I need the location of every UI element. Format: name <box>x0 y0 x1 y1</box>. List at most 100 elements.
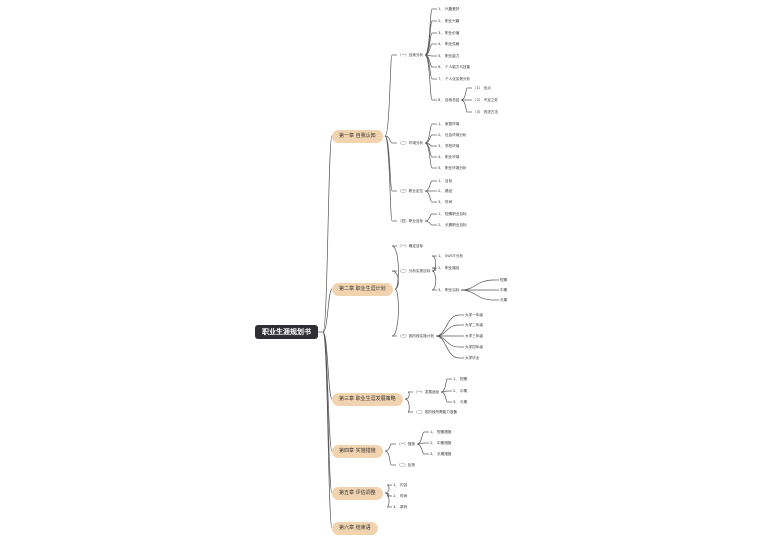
link-0-0-7-2 <box>460 99 468 113</box>
node-0-0-3[interactable]: 4、 职业性格 <box>438 42 460 46</box>
node-0-0-7-0[interactable]: （1） 优点 <box>473 86 491 90</box>
link-0-0-1 <box>424 20 433 56</box>
node-2-0-0[interactable]: 1、 短期 <box>453 377 468 381</box>
node-0-0-7-2[interactable]: （3） 改进方法 <box>473 110 498 114</box>
link-1-0 <box>391 245 399 290</box>
link-0-1 <box>384 135 393 144</box>
node-0-0[interactable]: （一）自我分析 <box>398 53 424 57</box>
node-3-0-0[interactable]: 1、 短期措施 <box>430 430 452 434</box>
node-0-2-1[interactable]: 2、 路径 <box>438 189 453 193</box>
node-0-2-0[interactable]: 1、 目标 <box>438 179 453 183</box>
link-1-2 <box>391 288 399 337</box>
node-1-2[interactable]: （三）各阶段实施计划 <box>398 334 434 338</box>
link-1-1 <box>391 270 399 290</box>
link-trunk-chapter-1 <box>322 288 333 333</box>
node-1-0[interactable]: （一）确定目标 <box>398 244 424 248</box>
node-3-0-2[interactable]: 3、 长期措施 <box>430 452 452 456</box>
node-0-2[interactable]: （三）职业定位 <box>398 189 424 193</box>
link-0-3-0 <box>424 213 433 222</box>
node-0-0-2[interactable]: 3、 职业价值 <box>438 31 460 35</box>
chapter-3[interactable]: 第三章 职业生涯发展策略 <box>332 392 403 406</box>
link-0-1-1 <box>424 134 433 144</box>
node-0-1-2[interactable]: 3、 学校环境 <box>438 144 460 148</box>
node-0-1-1[interactable]: 2、 社会环境分析 <box>438 133 467 137</box>
link-2-0 <box>404 391 410 400</box>
node-4-1[interactable]: 2、 时间 <box>393 494 408 498</box>
link-1-1-2-2 <box>460 289 495 301</box>
link-0-0-0 <box>424 8 433 56</box>
node-1-1-2-1[interactable]: 中期 <box>500 288 508 292</box>
link-0-2-0 <box>424 180 433 192</box>
chapter-6[interactable]: 第六章 结束语 <box>332 521 378 535</box>
link-1-1-2-0 <box>460 279 495 291</box>
node-0-0-7-1[interactable]: （2） 不足之处 <box>473 98 498 102</box>
link-0-3 <box>384 135 393 222</box>
node-4-0[interactable]: 1、 内容 <box>393 483 408 487</box>
node-0-3-0[interactable]: 1、 短期职业目标 <box>438 212 467 216</box>
link-4-0 <box>384 484 390 494</box>
node-0-2-2[interactable]: 3、 时间 <box>438 200 453 204</box>
link-2-0-2 <box>440 391 448 403</box>
node-3-0-1[interactable]: 2、 中期措施 <box>430 441 452 445</box>
node-0-3[interactable]: （四）职业目标 <box>398 219 424 223</box>
link-0-0-7-0 <box>460 87 468 101</box>
node-1-2-2[interactable]: 大学三年级 <box>465 334 483 338</box>
node-0-0-4[interactable]: 5、 职业能力 <box>438 54 460 58</box>
node-0-3-1[interactable]: 2、 长期职业目标 <box>438 223 467 227</box>
node-1-1-0[interactable]: 1、 SWOT分析 <box>438 254 464 258</box>
node-1-1-1[interactable]: 2、 职业路径 <box>438 266 460 270</box>
node-0-0-5[interactable]: 6、 个人能力与技能 <box>438 65 471 69</box>
node-3-1[interactable]: （二）反馈 <box>397 463 415 467</box>
node-1-1[interactable]: （二）分析实现目标 <box>398 269 431 273</box>
link-3-0-2 <box>416 443 425 455</box>
link-2-0-0 <box>440 378 448 393</box>
root-node[interactable]: 职业生涯规划书 <box>255 325 318 339</box>
link-0-0-7 <box>424 54 433 101</box>
node-2-0-2[interactable]: 3、 长期 <box>453 400 468 404</box>
node-0-1[interactable]: （二）环境分析 <box>398 141 424 145</box>
link-3-0 <box>384 443 392 452</box>
chapter-1[interactable]: 第一章 自我认知 <box>332 129 383 143</box>
node-0-1-0[interactable]: 1、 家庭环境 <box>438 122 460 126</box>
node-0-1-3[interactable]: 4、 职业环境 <box>438 155 460 159</box>
node-2-0-1[interactable]: 2、 中期 <box>453 389 468 393</box>
node-1-2-4[interactable]: 大学毕业 <box>465 356 480 360</box>
link-0-3-1 <box>424 220 433 226</box>
link-3-1 <box>384 450 392 466</box>
link-1-1-0 <box>431 255 437 272</box>
node-2-0[interactable]: （一）发展途径 <box>414 390 440 394</box>
chapter-2[interactable]: 第二章 职业生涯计划 <box>332 282 393 296</box>
link-trunk-chapter-5 <box>322 331 333 529</box>
node-1-2-0[interactable]: 大学一年级 <box>465 313 483 317</box>
node-0-1-4[interactable]: 5、 职业环境分析 <box>438 166 467 170</box>
node-0-0-6[interactable]: 7、 个人优劣势分析 <box>438 77 471 81</box>
node-1-1-2-0[interactable]: 短期 <box>500 278 508 282</box>
link-0-0 <box>384 54 393 137</box>
node-1-1-2-2[interactable]: 长期 <box>500 298 508 302</box>
link-2-1 <box>404 398 410 413</box>
node-0-0-1[interactable]: 2、 职业兴趣 <box>438 19 460 23</box>
link-0-2-2 <box>424 190 433 203</box>
link-3-0-0 <box>416 431 425 445</box>
link-1-2-1 <box>435 324 460 337</box>
link-0-1-4 <box>424 142 433 169</box>
chapter-5[interactable]: 第五章 评估调整 <box>332 486 383 500</box>
chapter-4[interactable]: 第四章 实施措施 <box>332 444 383 458</box>
node-1-2-1[interactable]: 大学二年级 <box>465 323 483 327</box>
node-0-0-7[interactable]: 8、 自我总结 <box>438 98 460 102</box>
node-1-2-3[interactable]: 大学四年级 <box>465 345 483 349</box>
link-1-1-1 <box>431 267 437 272</box>
node-4-2[interactable]: 3、 原则 <box>393 505 408 509</box>
link-1-2-3 <box>435 335 460 348</box>
node-1-1-2[interactable]: 3、 职业目标 <box>438 288 460 292</box>
link-0-1-0 <box>424 123 433 144</box>
node-2-1[interactable]: （二）各阶段所需能力准备 <box>414 410 458 414</box>
link-1-1-2 <box>431 270 437 291</box>
node-3-0[interactable]: （一）措施 <box>397 442 415 446</box>
node-0-0-0[interactable]: 1、 兴趣爱好 <box>438 7 460 11</box>
link-4-2 <box>384 492 390 508</box>
link-1-2-4 <box>435 335 460 359</box>
link-trunk-chapter-0 <box>322 135 333 333</box>
